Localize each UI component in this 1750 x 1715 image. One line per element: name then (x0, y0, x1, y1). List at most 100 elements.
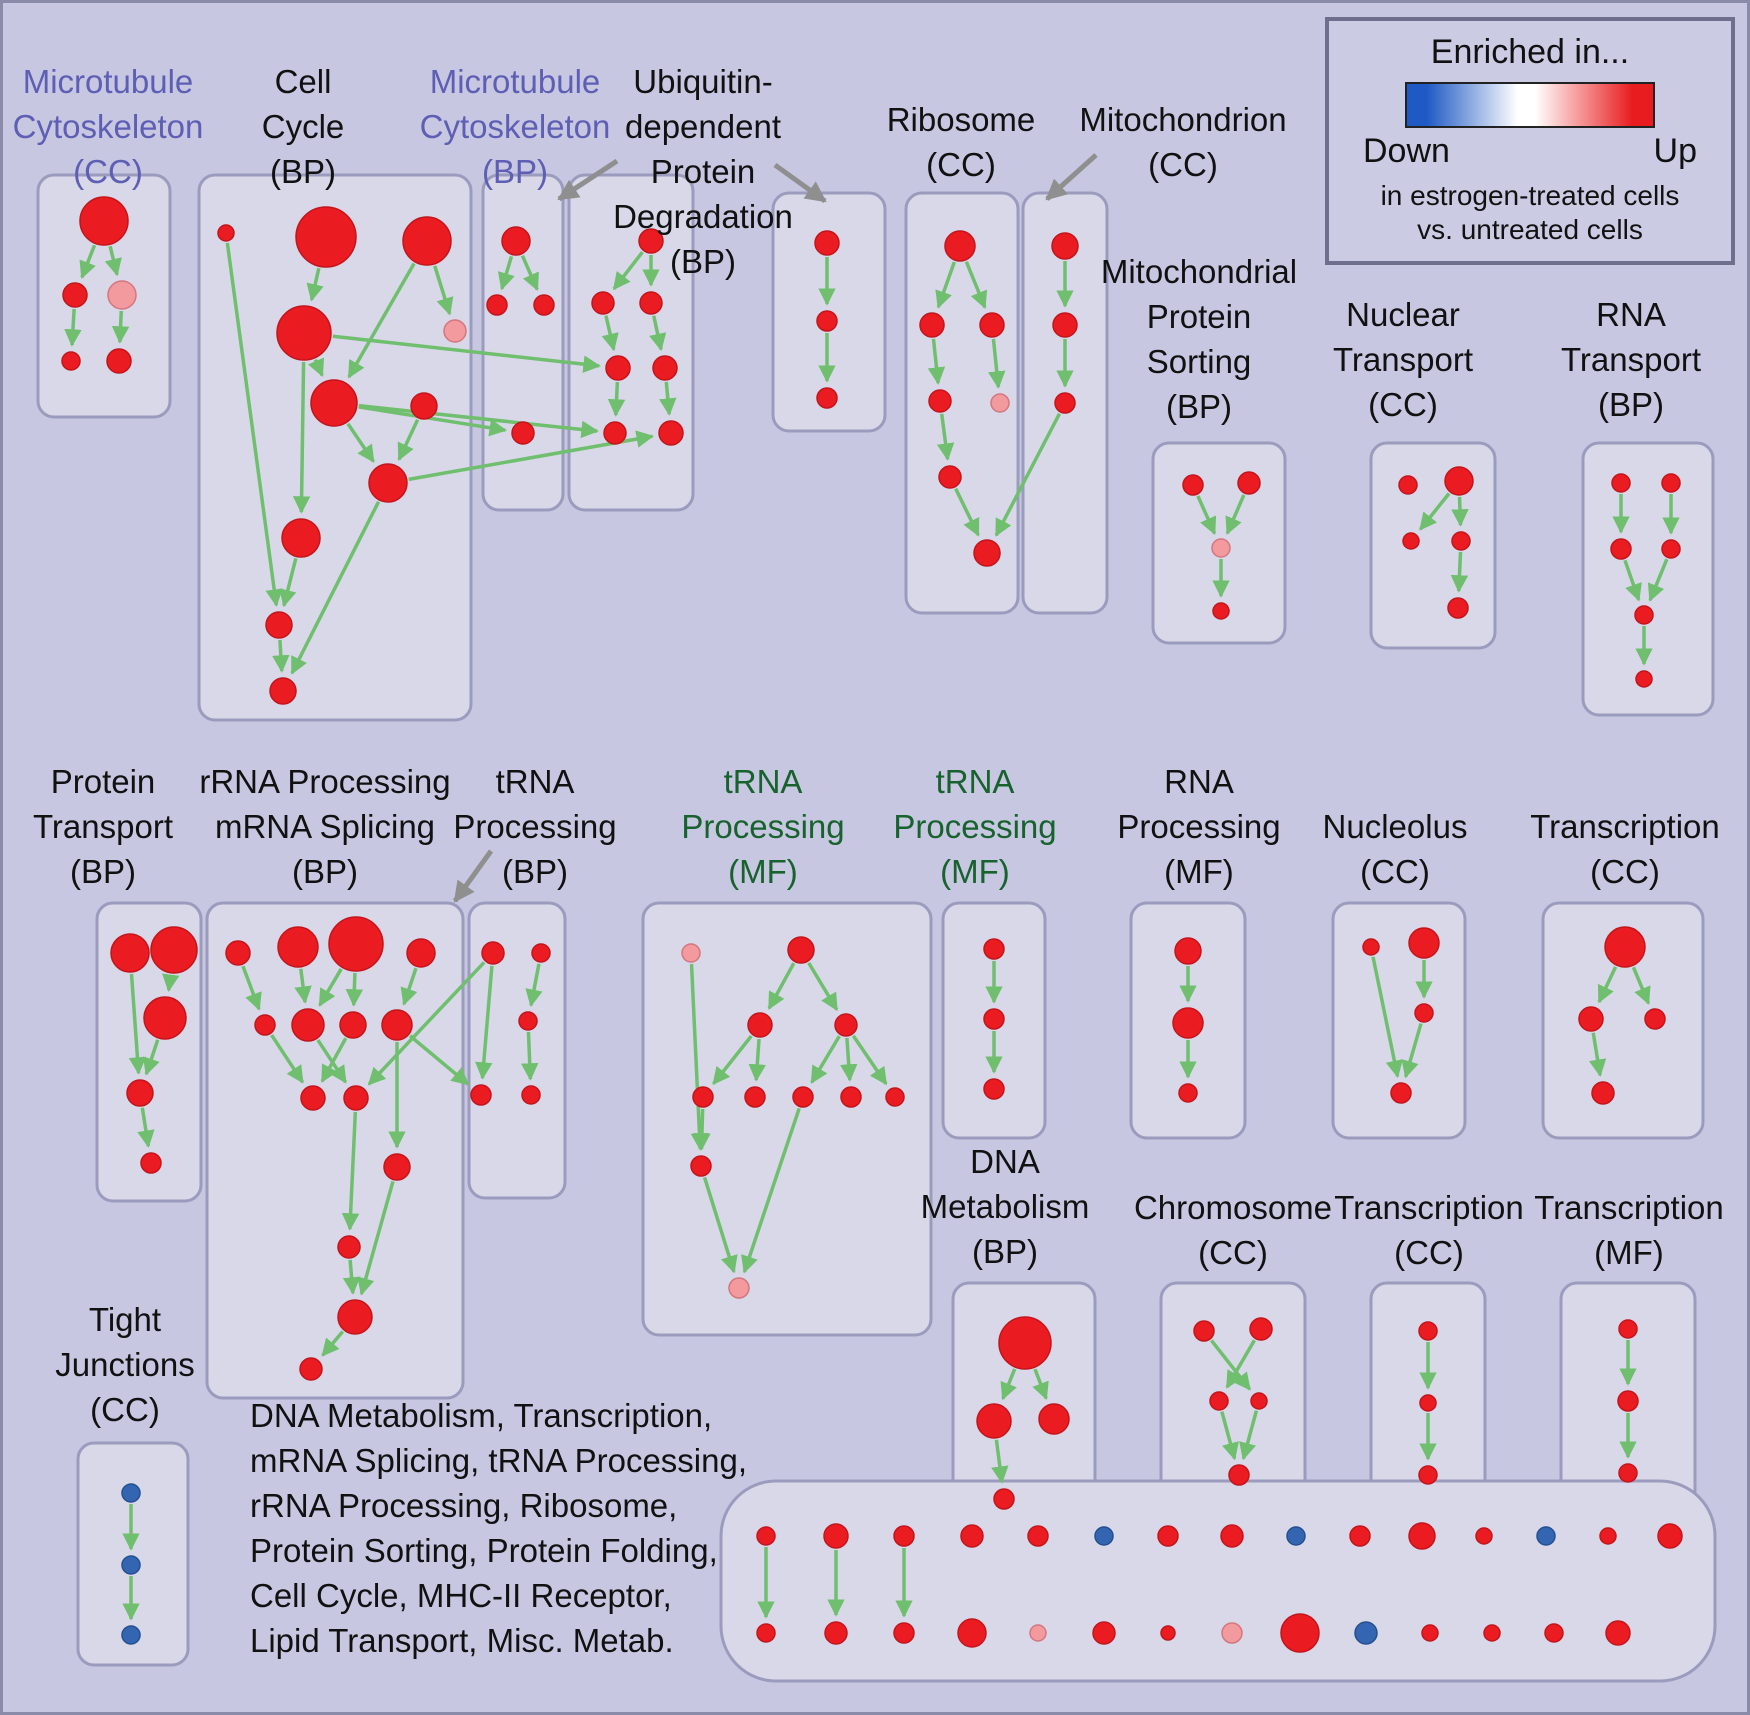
go-node-rr6 (339, 1011, 367, 1039)
go-node-ub4 (652, 355, 678, 381)
go-node-cc6 (410, 392, 438, 420)
go-node-wt12 (1475, 1527, 1493, 1545)
go-node-wb5 (1029, 1624, 1047, 1642)
go-node-mb3 (511, 421, 535, 445)
edge-nu0-nu3 (1371, 956, 1403, 1079)
go-node-ub6 (658, 420, 684, 446)
go-node-ub3 (605, 355, 631, 381)
edge-rr1-rr5 (294, 968, 312, 1004)
edge-cc0-cc9 (225, 242, 283, 607)
go-node-wt15 (1657, 1523, 1683, 1549)
go-node-nt0 (1398, 475, 1418, 495)
go-node-rb4 (990, 393, 1010, 413)
edge-tm1-tm3 (807, 961, 839, 1012)
edge-mc0-mc1 (79, 244, 97, 279)
go-node-ub5 (603, 421, 627, 445)
edge-rr9-rr11 (341, 1111, 360, 1231)
arrow-to-mitochondrion-box (1045, 153, 1098, 201)
go-node-ms0 (1182, 474, 1204, 496)
go-node-nu3 (1390, 1082, 1412, 1104)
edge-tm3-tm8 (851, 1034, 888, 1086)
go-node-ts2 (983, 1078, 1005, 1100)
go-node-tf2 (1618, 1463, 1638, 1483)
go-node-mb0 (501, 226, 531, 256)
edge-rb2-rb4 (988, 338, 1006, 389)
edge-cc3-ub3 (332, 334, 601, 373)
go-node-tb2 (518, 1011, 538, 1031)
cluster-label-mitochondrion-cc: Mitochondrion(CC) (1079, 101, 1286, 183)
go-node-ch0 (1193, 1320, 1215, 1342)
go-node-wb13 (1544, 1623, 1564, 1643)
cluster-label-ribosome-cc: Ribosome(CC) (887, 101, 1036, 183)
edge-rr2-rr6 (345, 972, 364, 1007)
cluster-label-misc-cluster-list: DNA Metabolism, Transcription,mRNA Splic… (250, 1397, 747, 1659)
edge-ub4-ub6 (659, 381, 677, 416)
edge-ub1-ub3 (601, 315, 619, 352)
edge-ub3-ub5 (607, 381, 626, 417)
go-node-ue2 (816, 387, 838, 409)
edge-rb1-rb3 (927, 338, 946, 385)
edge-mc0-mc2 (104, 245, 122, 277)
go-node-cc3 (276, 305, 332, 361)
go-node-wt4 (960, 1524, 984, 1548)
go-node-rp2 (1178, 1083, 1198, 1103)
go-node-rb0 (944, 230, 976, 262)
go-node-wt11 (1408, 1522, 1436, 1550)
go-node-tm9 (690, 1155, 712, 1177)
go-node-rb3 (928, 389, 952, 413)
go-node-wt14 (1599, 1527, 1617, 1545)
edge-tb2-tb4 (520, 1031, 539, 1081)
cluster-box-trna-processing-bp (467, 901, 567, 1200)
edge-rr10-rr12 (357, 1180, 395, 1296)
go-node-pt4 (140, 1152, 162, 1174)
go-node-wb2 (824, 1621, 848, 1645)
edge-rr2-rr5 (318, 968, 343, 1007)
go-node-rr5 (291, 1008, 325, 1042)
go-node-mc3 (61, 351, 81, 371)
go-node-nu2 (1414, 1003, 1434, 1023)
go-node-wb9 (1280, 1613, 1320, 1653)
edge-nt1-nt3 (1451, 496, 1469, 527)
cluster-box-tight-junctions-cc (76, 1441, 190, 1667)
go-node-ch1 (1249, 1317, 1273, 1341)
go-node-wb4 (957, 1618, 987, 1648)
go-node-rr0 (225, 940, 251, 966)
cluster-box-nucleolus-cc (1331, 901, 1467, 1140)
edge-mc1-mc3 (64, 308, 82, 347)
go-node-nt4 (1447, 597, 1469, 619)
edge-ch1-ch2 (1225, 1339, 1256, 1389)
go-node-nt2 (1402, 532, 1420, 550)
go-node-rb1 (919, 312, 945, 338)
go-node-cc2 (402, 216, 452, 266)
cluster-label-chromosome-cc: Chromosome(CC) (1134, 1189, 1332, 1271)
go-node-tc1 (1578, 1006, 1604, 1032)
cluster-box-misc-clusters (719, 1479, 1717, 1683)
legend-down-label: Down (1363, 132, 1450, 170)
go-node-pt0 (110, 933, 150, 973)
go-node-tb0 (481, 941, 505, 965)
edge-rr6-rr8 (320, 1037, 348, 1083)
go-node-tm3 (834, 1013, 858, 1037)
go-node-ue1 (816, 310, 838, 332)
go-node-ts0 (983, 938, 1005, 960)
cluster-box-trna-processing-mf-1 (641, 901, 933, 1337)
go-node-rr12 (337, 1299, 373, 1335)
go-node-dm1 (976, 1403, 1012, 1439)
edge-cc5-ub5 (358, 403, 599, 439)
edge-cc9-cc10 (272, 639, 290, 673)
edge-pt0-pt3 (128, 973, 147, 1075)
go-node-tj1 (121, 1555, 141, 1575)
edge-cc6-cc7 (397, 418, 420, 462)
go-node-mt1 (1052, 312, 1078, 338)
go-node-wt10 (1349, 1525, 1371, 1547)
